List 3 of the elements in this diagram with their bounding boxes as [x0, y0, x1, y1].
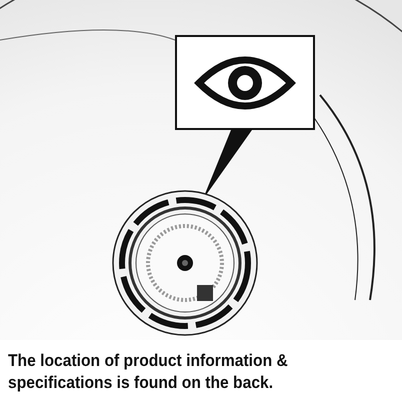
caption: The location of product information & specifications is found on the back. [8, 350, 289, 394]
eye-callout-box [175, 35, 315, 130]
product-label-drawing [112, 190, 258, 336]
